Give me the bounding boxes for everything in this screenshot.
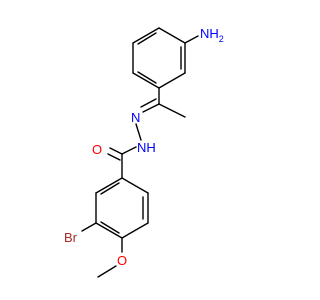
methyl-bond [158,103,186,118]
carbonyl-bond [109,147,123,155]
bond [95,177,123,194]
amine-symbol: NH [200,26,219,41]
carbonyl-oxygen-label: O [92,142,102,157]
structure-diagram: NH2 N NH O Br O [64,26,224,278]
amide-nh-label: NH [137,140,156,155]
imine-double-bond [142,103,160,113]
carbonyl-bond-2 [107,153,121,161]
aniline-ring [132,27,186,89]
bond-to-amine [184,35,199,44]
benzoyl-ring [95,177,149,239]
bond [158,27,186,44]
double-bond-inner [137,32,157,45]
bond [121,222,149,239]
n-n-bond [135,123,142,141]
imine-nitrogen-label: N [131,110,140,125]
amine-subscript: 2 [219,34,224,44]
double-bond-inner [137,71,157,84]
bond [95,222,123,239]
bond [121,146,137,155]
double-bond-inner [100,182,120,195]
double-bond-inner [100,221,120,234]
bond [158,72,186,89]
methoxy-oxygen-label: O [117,253,127,268]
bromine-label: Br [64,230,78,245]
bond [132,72,160,89]
bond [132,27,160,44]
amine-label: NH2 [200,26,224,44]
molecule-canvas: NH2 N NH O Br O [64,26,224,278]
bond [121,177,149,194]
bond-to-bromine [81,222,97,232]
methoxy-methyl-bond [97,265,117,278]
imine-double-bond-2 [140,98,157,108]
